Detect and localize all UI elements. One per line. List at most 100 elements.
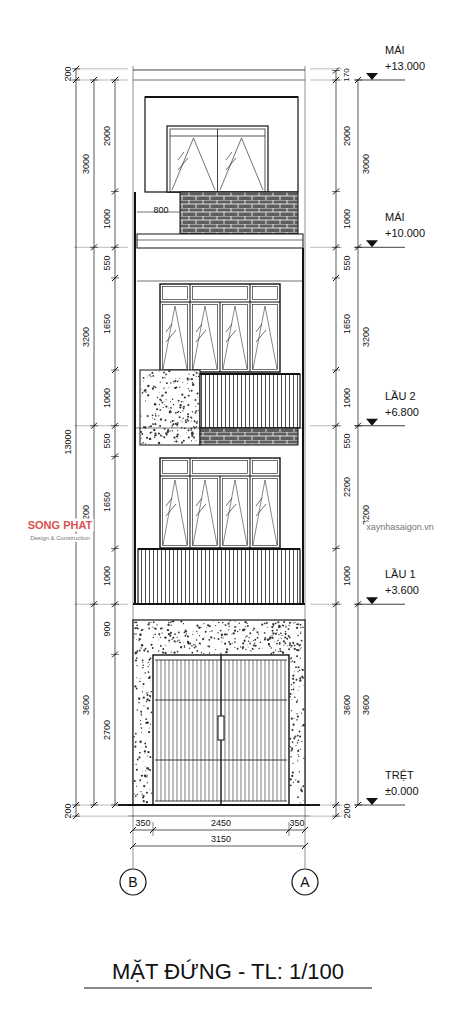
granite-speckle — [147, 721, 149, 723]
granite-speckle — [297, 635, 299, 637]
granite-speckle — [246, 622, 248, 624]
granite-speckle — [136, 769, 138, 771]
granite-speckle — [143, 785, 145, 787]
gate-bar — [269, 660, 270, 801]
granite-speckle — [136, 665, 137, 666]
granite-speckle — [244, 640, 246, 642]
granite-speckle — [237, 648, 239, 650]
granite-speckle — [297, 781, 299, 783]
dimension-tick — [73, 802, 79, 808]
granite-speckle — [151, 711, 153, 713]
granite-speckle — [292, 678, 294, 680]
granite-speckle — [235, 626, 236, 627]
granite-speckle — [183, 642, 185, 644]
gate-bar — [261, 660, 262, 801]
extension-line — [310, 247, 342, 248]
granite-speckle — [297, 742, 299, 744]
gate-bar — [217, 660, 218, 801]
granite-speckle — [161, 396, 162, 397]
granite-speckle — [170, 407, 172, 409]
granite-speckle — [167, 431, 169, 433]
granite-speckle — [135, 764, 136, 765]
dimension-line — [336, 71, 337, 817]
grid-circle-outline — [292, 869, 318, 895]
granite-speckle — [289, 644, 291, 646]
dimension-tick — [333, 813, 339, 819]
granite-speckle — [142, 683, 144, 685]
dimension-line — [115, 80, 116, 805]
extension-line — [74, 805, 128, 806]
gate-bar — [173, 660, 174, 801]
granite-speckle — [195, 646, 197, 648]
granite-speckle — [253, 640, 254, 641]
granite-speckle — [247, 625, 249, 627]
dimension-stub — [90, 79, 98, 80]
granite-speckle — [300, 802, 301, 803]
dimension-tick — [333, 367, 339, 373]
granite-speckle — [294, 696, 296, 698]
gate-bar — [273, 660, 274, 801]
granite-speckle — [252, 644, 254, 646]
granite-speckle — [295, 679, 297, 681]
granite-speckle — [242, 646, 244, 648]
granite-speckle — [225, 624, 227, 626]
granite-speckle — [298, 666, 300, 668]
granite-speckle — [145, 400, 146, 401]
granite-speckle — [139, 698, 141, 700]
granite-speckle — [135, 621, 137, 623]
granite-speckle — [136, 785, 137, 786]
granite-speckle — [291, 729, 293, 731]
granite-speckle — [285, 633, 287, 635]
granite-speckle — [203, 636, 205, 638]
granite-speckle — [169, 410, 170, 411]
granite-speckle — [146, 437, 148, 439]
level-line — [355, 604, 405, 605]
drawing-title: MẶT ĐỨNG - TL: 1/100 — [112, 961, 344, 983]
granite-speckle — [300, 725, 302, 727]
granite-speckle — [188, 374, 189, 375]
granite-speckle — [147, 416, 149, 418]
dimension-stub — [72, 68, 80, 69]
granite-speckle — [134, 685, 136, 687]
granite-speckle — [175, 412, 177, 414]
drawing-line — [153, 822, 154, 836]
extension-line — [310, 816, 342, 817]
granite-speckle — [147, 385, 148, 386]
dimension-stub — [332, 191, 340, 192]
dimension-stub — [111, 277, 119, 278]
level-line — [355, 425, 405, 426]
granite-speckle — [299, 731, 301, 733]
granite-speckle — [185, 421, 187, 423]
granite-speckle — [177, 651, 179, 653]
brick-parapet — [180, 192, 298, 234]
railing-top — [200, 373, 300, 375]
granite-speckle — [152, 372, 154, 374]
granite-speckle — [142, 770, 144, 772]
granite-speckle — [302, 724, 304, 726]
granite-speckle — [144, 753, 146, 755]
granite-speckle — [222, 622, 224, 624]
glass-mark — [226, 498, 232, 506]
dimension-tick — [333, 545, 339, 551]
dimension-stub — [332, 369, 340, 370]
level-marker — [366, 419, 378, 426]
gate-bar — [245, 660, 246, 801]
gate-bar — [209, 660, 210, 801]
granite-speckle — [274, 641, 276, 643]
dimension-stub — [90, 805, 98, 806]
granite-speckle — [175, 377, 177, 379]
granite-speckle — [144, 389, 146, 391]
granite-speckle — [166, 434, 168, 436]
glass-mark — [226, 158, 236, 170]
granite-speckle — [168, 622, 169, 623]
facade-edge — [302, 248, 304, 604]
granite-speckle — [147, 375, 149, 377]
granite-speckle — [199, 642, 201, 644]
window-pane — [163, 479, 188, 546]
granite-speckle — [220, 630, 222, 632]
granite-speckle — [165, 391, 167, 393]
granite-speckle — [144, 750, 146, 752]
granite-speckle — [135, 633, 136, 634]
granite-speckle — [192, 382, 193, 383]
granite-speckle — [193, 374, 194, 375]
